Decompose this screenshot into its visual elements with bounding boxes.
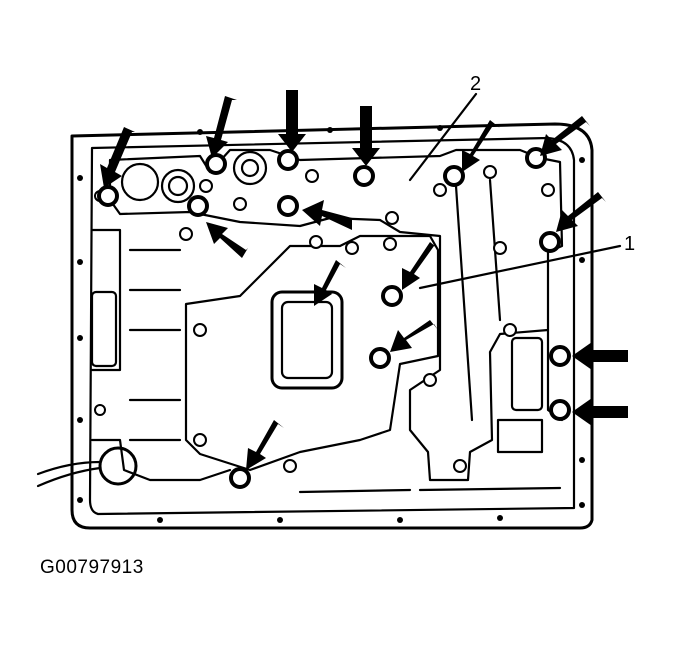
upper-valve-body [108, 148, 564, 482]
arrow-icon [302, 200, 352, 230]
case-outline [70, 122, 594, 530]
separator-plate [184, 234, 440, 472]
left-channel-a [90, 228, 122, 372]
right-lower-block [496, 418, 544, 454]
arrow-icon [402, 242, 440, 290]
right-channel [454, 178, 564, 422]
left-block [90, 290, 118, 368]
arrow-icon [540, 116, 590, 156]
arrow-icon [572, 398, 628, 426]
wire-lead-2 [36, 460, 102, 476]
callout-1: 1 [624, 233, 635, 255]
left-channel-b [128, 248, 182, 442]
lower-right-channel [298, 486, 562, 494]
ring-top-left-a [120, 162, 160, 202]
ring-top-left-b-inner [167, 175, 189, 197]
perimeter-holes [77, 125, 585, 523]
filter-window-outer [270, 290, 344, 390]
arrow-icon [278, 90, 306, 152]
connector-round [98, 446, 138, 486]
callout-2: 2 [470, 73, 481, 95]
callout-1-leader [418, 244, 622, 290]
arrow-icon [206, 222, 248, 258]
ring-top-left-b [160, 168, 196, 204]
callout-2-leader [408, 92, 478, 182]
arrow-icon [352, 106, 380, 166]
figure-id: G00797913 [40, 557, 144, 578]
wire-lead [36, 466, 102, 488]
ring-top-center [232, 150, 268, 186]
filter-window-inner [280, 300, 334, 380]
arrows [100, 90, 628, 470]
arrow-icon [100, 127, 135, 188]
arrow-icon [314, 260, 346, 306]
right-valve [510, 336, 544, 412]
arrow-icon [246, 420, 284, 470]
arrow-icon [572, 342, 628, 370]
arrow-icon [206, 96, 237, 158]
arrow-icon [556, 192, 606, 232]
bolts [97, 147, 571, 489]
arrow-icon [390, 320, 438, 352]
left-lower-channel [90, 438, 232, 482]
ring-top-center-inner [240, 158, 260, 178]
arrow-icon [462, 120, 500, 172]
